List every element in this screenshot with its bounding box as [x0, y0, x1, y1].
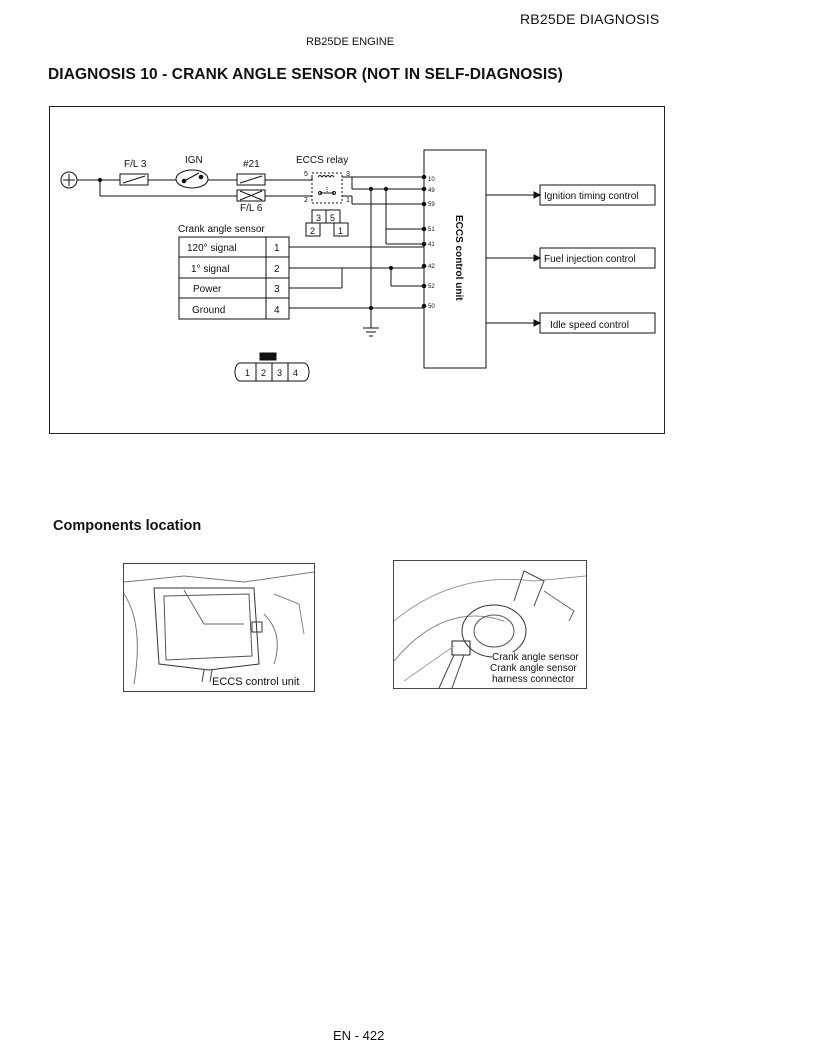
- sensor-row-pin: 2: [274, 264, 280, 275]
- crank-angle-sensor-table: [178, 236, 290, 320]
- page-number: EN - 422: [333, 1028, 385, 1043]
- sensor-row-pin: 1: [274, 243, 280, 254]
- ecu-pin-10: 10: [428, 177, 435, 183]
- photo-eccs-control-unit: ECCS control unit: [123, 563, 315, 692]
- relay-pin-5: 5: [304, 171, 308, 178]
- fl6-label: F/L 6: [240, 203, 263, 214]
- components-title: Components location: [53, 518, 202, 534]
- ecu-label: ECCS control unit: [453, 215, 464, 301]
- output-label: Idle speed control: [550, 320, 629, 331]
- right-photo-caption-2: Crank angle sensor: [490, 663, 577, 674]
- fusible-link-fl6: [236, 189, 266, 202]
- eccs-control-unit: [423, 149, 487, 369]
- left-photo-caption: ECCS control unit: [212, 676, 300, 688]
- relay-conn-5: 5: [330, 213, 335, 223]
- output-ignition-timing: [539, 184, 656, 206]
- sensor-row-label: 120° signal: [187, 243, 237, 254]
- fusible-link-fl3: [119, 173, 149, 186]
- ground-icon: [363, 308, 379, 337]
- sensor-row-label: Ground: [192, 305, 225, 316]
- ecu-pin-41: 41: [428, 242, 435, 248]
- output-label: Ignition timing control: [544, 191, 639, 202]
- relay-conn-2: 2: [310, 226, 315, 236]
- ecu-pin-50: 50: [428, 304, 435, 310]
- wiring-diagram: F/L 3 IGN #21 F/L 6: [49, 106, 665, 434]
- relay-connector-icon: [305, 209, 349, 237]
- fl3-label: F/L 3: [124, 159, 147, 170]
- header-engine-label: RB25DE ENGINE: [306, 36, 395, 48]
- sensor-title: Crank angle sensor: [178, 224, 265, 235]
- relay-label: ECCS relay: [296, 155, 348, 166]
- ecu-pin-51: 51: [428, 227, 435, 233]
- ecu-pin-42: 42: [428, 264, 435, 270]
- output-fuel-injection: [539, 247, 656, 269]
- connector-pin: 4: [293, 368, 298, 378]
- connector-pin: 2: [261, 368, 266, 378]
- right-photo-caption-3: harness connector: [492, 674, 575, 685]
- relay-conn-3: 3: [316, 213, 321, 223]
- eccs-relay-icon: [311, 172, 343, 204]
- ecu-pin-52: 52: [428, 284, 435, 290]
- output-label: Fuel injection control: [544, 254, 636, 265]
- ign-label: IGN: [185, 155, 203, 166]
- output-idle-speed: [539, 312, 656, 334]
- fuse21-label: #21: [243, 159, 260, 170]
- photo-crank-angle-sensor: Crank angle sensor Crank angle sensor ha…: [393, 560, 587, 689]
- connector-pin: 1: [245, 368, 250, 378]
- ecu-pin-59: 59: [428, 202, 435, 208]
- connector-pin: 3: [277, 368, 282, 378]
- sensor-connector-icon: [234, 352, 310, 382]
- sensor-row-pin: 3: [274, 284, 280, 295]
- sensor-row-label: Power: [193, 284, 222, 295]
- ignition-switch-icon: [175, 169, 209, 189]
- sensor-row-label: 1° signal: [191, 264, 229, 275]
- header-section-title: RB25DE DIAGNOSIS: [520, 11, 660, 27]
- fuse-21: [236, 173, 266, 186]
- relay-pin-3: 3: [346, 171, 350, 178]
- relay-conn-1: 1: [338, 226, 343, 236]
- page-title: DIAGNOSIS 10 - CRANK ANGLE SENSOR (NOT I…: [48, 66, 563, 83]
- ecu-pin-49: 49: [428, 188, 435, 194]
- relay-pin-2: 2: [304, 197, 308, 204]
- sensor-row-pin: 4: [274, 305, 280, 316]
- relay-pin-1: 1: [346, 197, 350, 204]
- right-photo-caption-1: Crank angle sensor: [492, 652, 579, 663]
